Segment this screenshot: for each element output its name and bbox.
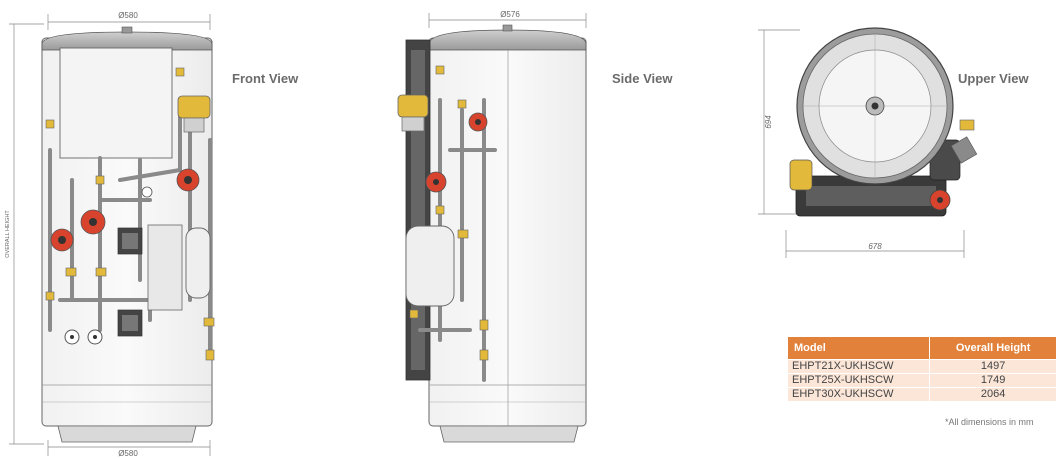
front-pump-upper [176,168,200,192]
side-view: Ø576 [397,10,587,443]
side-pump [425,112,488,193]
upper-view: 694 678 [758,27,978,258]
front-valves [45,67,215,361]
front-view: Ø580 OVERALL HEIGHT Ø580 [5,11,215,458]
height-cell: 1497 [929,359,1057,374]
front-bottom-dimension [47,440,211,456]
upper-width-dimension [785,230,965,258]
front-vessel [185,227,211,299]
side-view-label: Side View [612,71,673,86]
side-top-dimension [428,13,587,28]
front-gauges [64,186,153,345]
side-valves [409,65,489,361]
front-cylinder-base [57,425,197,443]
front-manifold [147,224,183,311]
height-cell: 1749 [929,373,1057,388]
model-height-table: Model Overall Height EHPT21X-UKHSCW 1497… [786,336,1057,402]
table-row: EHPT25X-UKHSCW 1749 [786,373,1057,388]
table-row: EHPT30X-UKHSCW 2064 [786,387,1057,402]
front-cover-panel [59,47,173,159]
front-pump-middle [80,209,106,235]
table-header-row: Model Overall Height [786,336,1057,360]
column-header-overall-height: Overall Height [929,336,1057,360]
upper-depth-dimension [758,29,800,215]
front-top-width-label: Ø580 [118,11,138,20]
model-cell: EHPT21X-UKHSCW [786,359,931,374]
upper-lid [796,27,954,185]
front-height-dimension [9,23,44,445]
side-vessel [405,225,455,307]
model-cell: EHPT30X-UKHSCW [786,387,931,402]
upper-view-label: Upper View [958,71,1029,86]
dimensions-note: *All dimensions in mm [945,417,1034,427]
column-header-model: Model [786,336,931,360]
upper-depth-label: 694 [764,115,773,129]
overall-height-label: OVERALL HEIGHT [5,210,11,258]
front-top-dimension [47,14,211,30]
side-cylinder-top [428,29,587,51]
side-cylinder-base [439,425,579,443]
table-row: EHPT21X-UKHSCW 1497 [786,359,1057,374]
height-cell: 2064 [929,387,1057,402]
model-cell: EHPT25X-UKHSCW [786,373,931,388]
front-cylinder-top [41,31,213,51]
front-bottom-width-label: Ø580 [118,449,138,458]
front-filter [177,95,211,133]
side-width-label: Ø576 [500,10,520,19]
side-filter [397,94,429,132]
front-view-label: Front View [232,71,299,86]
front-pump-lower [50,228,74,252]
upper-width-label: 678 [868,242,882,251]
